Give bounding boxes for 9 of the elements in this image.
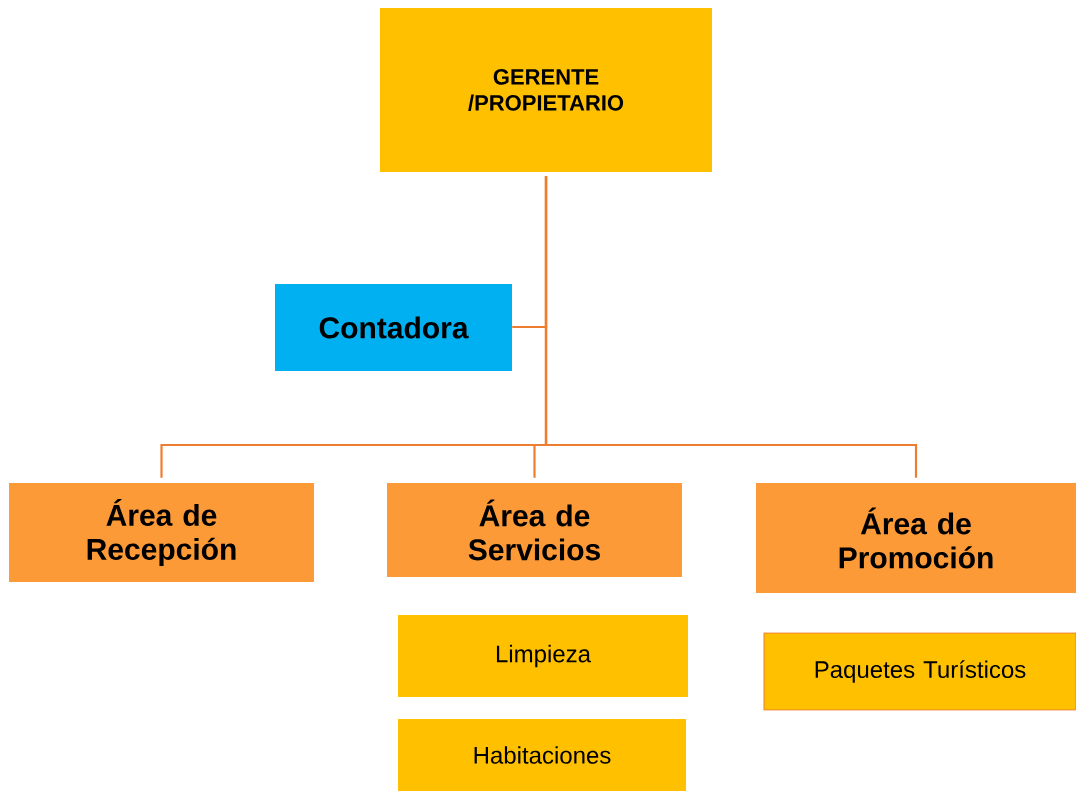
- connector-line: [544, 176, 918, 478]
- area-box: Área de Promoción: [756, 483, 1076, 593]
- manager-box: GERENTE /PROPIETARIO: [380, 8, 712, 172]
- area-box: Área de Recepción: [9, 483, 314, 582]
- task-box: Habitaciones: [398, 719, 686, 791]
- task-box: Limpieza: [398, 615, 688, 697]
- task-box: Paquetes Turísticos: [763, 632, 1076, 711]
- area-box: Área de Servicios: [387, 483, 682, 577]
- accountant-box: Contadora: [275, 284, 512, 371]
